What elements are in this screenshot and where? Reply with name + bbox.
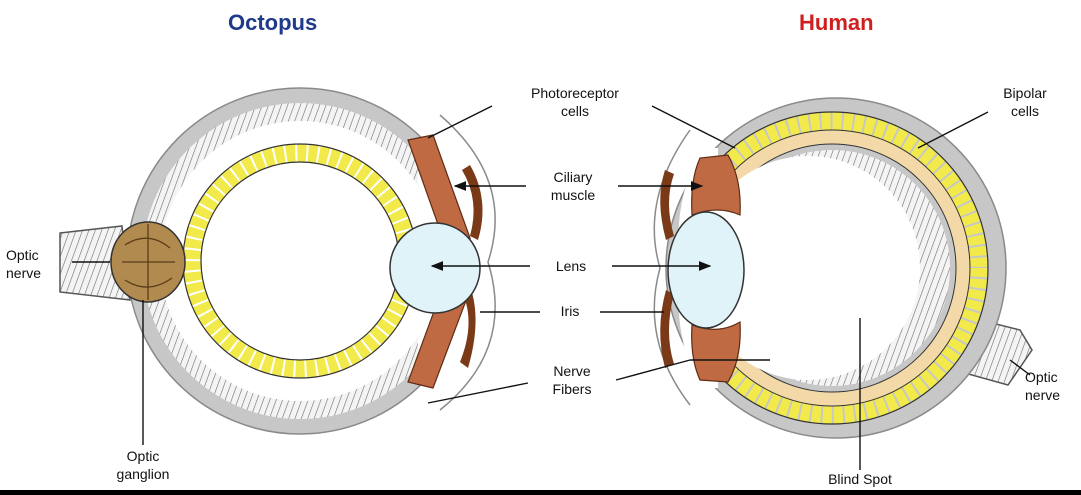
label-ciliary-line2: muscle (528, 186, 618, 204)
label-nerve-fibers-line2: Fibers (528, 380, 616, 398)
label-optic-ganglion-line1: Optic (100, 447, 186, 465)
label-photoreceptor-line2: cells (500, 102, 650, 120)
label-optic-nerve-left: Optic nerve (0, 246, 68, 282)
label-bipolar-cells: Bipolar cells (985, 84, 1065, 120)
label-nerve-fibers: Nerve Fibers (528, 362, 616, 398)
label-ciliary-line1: Ciliary (528, 168, 618, 186)
human-title: Human (799, 10, 874, 36)
label-photoreceptor-line1: Photoreceptor (500, 84, 650, 102)
label-iris: Iris (540, 302, 600, 320)
label-optic-nerve-right-line2: nerve (1025, 386, 1081, 404)
label-optic-ganglion: Optic ganglion (100, 447, 186, 483)
human-iris-upper (660, 170, 674, 240)
label-optic-nerve-left-line2: nerve (6, 264, 68, 282)
label-bipolar-line1: Bipolar (985, 84, 1065, 102)
label-blind-spot: Blind Spot (805, 470, 915, 488)
octopus-eye (60, 88, 495, 434)
octopus-lens (390, 223, 480, 313)
human-eye (654, 98, 1032, 438)
label-nerve-fibers-line1: Nerve (528, 362, 616, 380)
label-bipolar-line2: cells (985, 102, 1065, 120)
label-optic-nerve-right: Optic nerve (1025, 368, 1081, 404)
label-optic-nerve-right-line1: Optic (1025, 368, 1081, 386)
octopus-title: Octopus (228, 10, 317, 36)
label-optic-nerve-left-line1: Optic (6, 246, 68, 264)
human-ciliary-muscle-lower (692, 322, 741, 382)
human-ciliary-muscle-upper (692, 155, 741, 215)
label-optic-ganglion-line2: ganglion (100, 465, 186, 483)
human-lens (668, 212, 744, 328)
label-ciliary-muscle: Ciliary muscle (528, 168, 618, 204)
label-photoreceptor-cells: Photoreceptor cells (500, 84, 650, 120)
label-lens: Lens (530, 257, 612, 275)
